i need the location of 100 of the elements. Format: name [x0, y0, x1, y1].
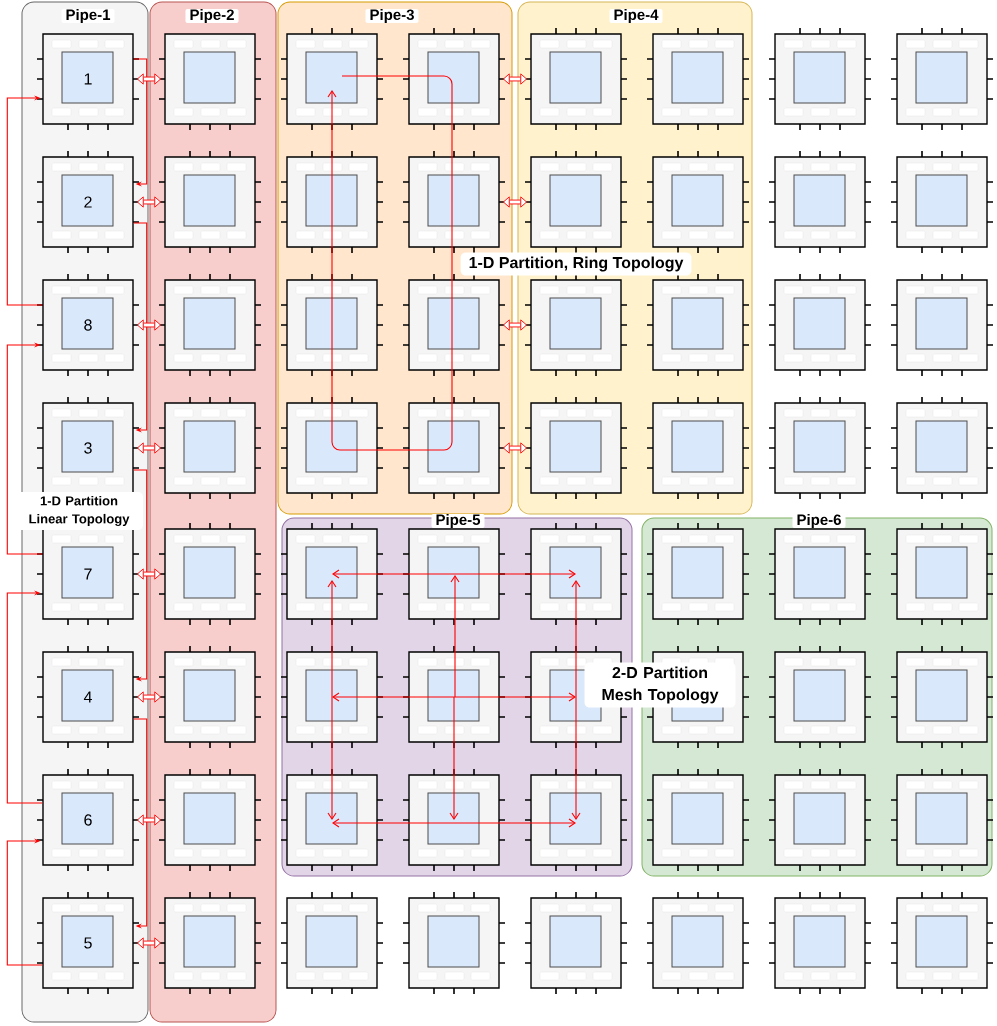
chip — [768, 528, 872, 626]
chip — [890, 273, 994, 377]
topology-label: 2-D Partition Mesh Topology — [584, 662, 736, 708]
group-title: Pipe-6 — [792, 514, 846, 528]
arrow — [502, 442, 528, 454]
arrow — [327, 90, 337, 203]
arrow — [502, 73, 528, 85]
group-title: Pipe-4 — [609, 9, 663, 23]
arrow — [571, 580, 581, 698]
chip — [646, 891, 750, 995]
chip — [646, 522, 750, 626]
chip — [524, 273, 628, 377]
chip — [890, 891, 994, 995]
chip — [402, 396, 506, 500]
arrow — [6, 590, 43, 804]
arrow — [133, 222, 148, 433]
chip — [768, 891, 872, 995]
chip — [768, 27, 872, 131]
chip — [768, 768, 872, 872]
chip — [524, 522, 628, 626]
chip: 8 — [36, 273, 140, 377]
arrow — [6, 342, 43, 555]
arrow — [327, 580, 337, 698]
arrow — [136, 442, 162, 454]
chip — [768, 150, 872, 254]
arrow — [133, 718, 148, 929]
chip: 1 — [36, 33, 140, 131]
topology-label: 1-D Partition Linear Topology — [15, 491, 143, 531]
arrow — [136, 196, 162, 208]
chip — [402, 645, 506, 749]
arrow — [450, 575, 460, 698]
arrow — [133, 58, 148, 187]
chip — [402, 27, 506, 131]
arrow — [453, 569, 576, 579]
chip — [524, 150, 628, 254]
chip — [524, 891, 628, 995]
chip — [890, 645, 994, 749]
arrow — [133, 469, 148, 682]
chip — [646, 273, 750, 377]
chip — [280, 27, 384, 131]
arrow — [136, 814, 162, 826]
chip — [890, 150, 994, 254]
chip: 6 — [36, 768, 140, 872]
chip — [768, 645, 872, 749]
chip — [158, 768, 262, 872]
chip — [158, 645, 262, 749]
chip: 2 — [36, 150, 140, 254]
arrow — [571, 696, 581, 820]
arrow — [136, 319, 162, 331]
chip — [280, 891, 384, 995]
arrow — [449, 696, 459, 820]
arrow — [136, 937, 162, 949]
group-title: Pipe-1 — [61, 9, 115, 23]
group-title: Pipe-2 — [185, 9, 239, 23]
chip — [768, 396, 872, 500]
chip — [890, 27, 994, 131]
chip — [280, 150, 384, 254]
chip — [280, 273, 384, 377]
chip — [402, 891, 506, 995]
arrow — [136, 73, 162, 85]
arrow — [136, 691, 162, 703]
chip — [646, 27, 750, 131]
chip — [524, 396, 628, 500]
arrow — [453, 692, 576, 702]
chip — [158, 150, 262, 254]
chip — [524, 27, 628, 131]
arrow — [136, 568, 162, 580]
arrow — [453, 818, 576, 828]
chip — [890, 522, 994, 626]
chip — [280, 645, 384, 749]
arrow — [332, 692, 455, 702]
chip — [158, 396, 262, 500]
chip — [646, 768, 750, 872]
chip — [158, 273, 262, 377]
group-title: Pipe-3 — [365, 9, 419, 23]
arrow — [6, 95, 43, 306]
chip — [768, 273, 872, 377]
chip — [402, 768, 506, 872]
chip — [524, 768, 628, 872]
chip — [158, 891, 262, 995]
arrow — [327, 696, 337, 820]
chip — [402, 150, 506, 254]
chip — [158, 33, 262, 131]
chip — [646, 150, 750, 254]
chip — [402, 273, 506, 377]
chip — [158, 522, 262, 626]
chip — [890, 768, 994, 872]
chip — [646, 396, 750, 500]
arrow — [332, 818, 455, 828]
chip: 5 — [36, 891, 140, 995]
arrow — [502, 196, 528, 208]
group-title: Pipe-5 — [431, 514, 485, 528]
arrow — [332, 569, 455, 579]
arrow — [6, 838, 43, 966]
chip — [402, 528, 506, 626]
chip — [280, 768, 384, 872]
chip: 4 — [36, 645, 140, 749]
chip — [890, 396, 994, 500]
arrow — [502, 319, 528, 331]
chip — [280, 396, 384, 500]
